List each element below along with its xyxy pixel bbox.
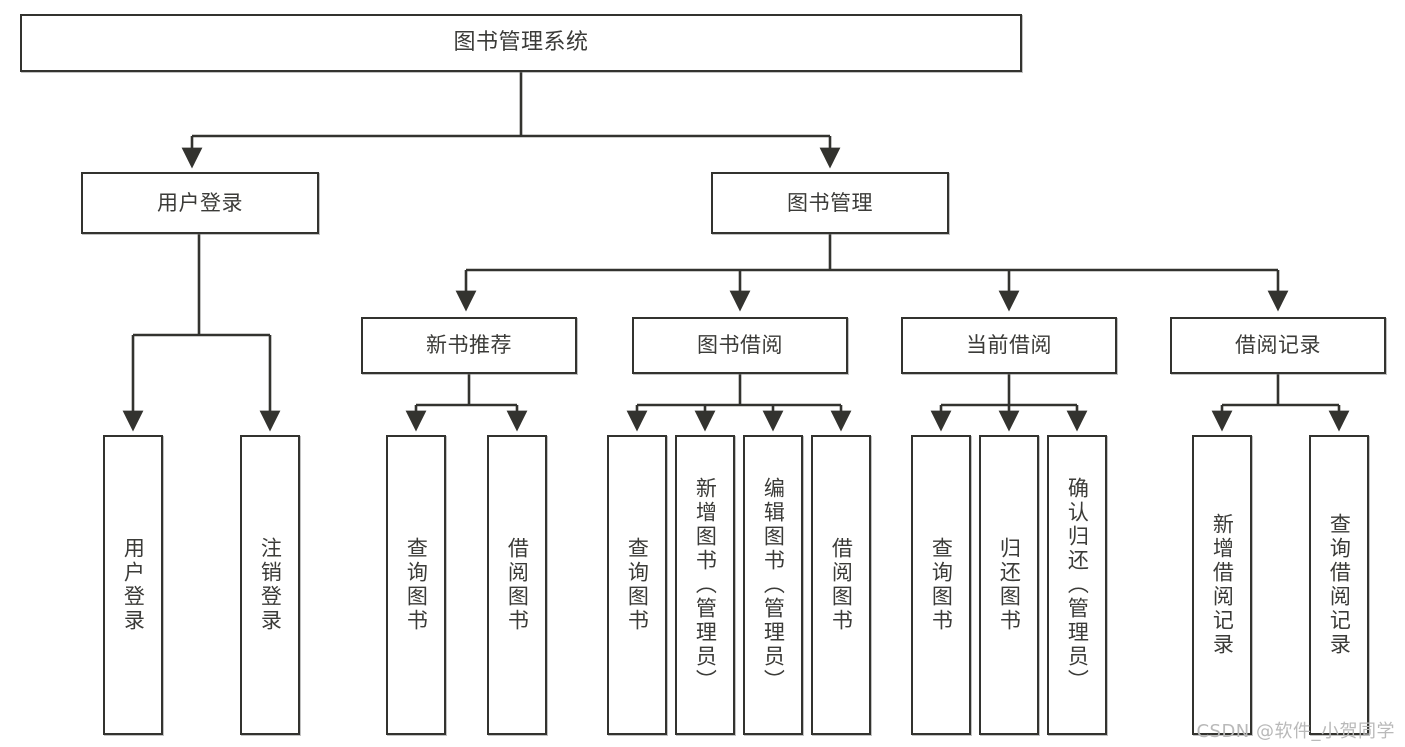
node-book-manage-label: 图书管理	[787, 190, 873, 215]
node-user-login[interactable]: 用户登录	[81, 172, 319, 234]
node-leaf-add-record[interactable]: 新增借阅记录	[1192, 435, 1252, 735]
node-leaf-confirm-return-label: 确认归还（管理员）	[1065, 477, 1090, 693]
node-leaf-add-record-label: 新增借阅记录	[1210, 513, 1235, 657]
watermark-text: CSDN @软件_小贺同学	[1196, 721, 1395, 742]
node-current-borrow-label: 当前借阅	[966, 333, 1052, 358]
node-leaf-query-record-label: 查询借阅记录	[1327, 513, 1352, 657]
node-leaf-borrow-book-2-label: 借阅图书	[829, 537, 854, 633]
node-root-label: 图书管理系统	[453, 30, 589, 56]
node-leaf-logout[interactable]: 注销登录	[240, 435, 300, 735]
node-user-login-label: 用户登录	[157, 190, 243, 215]
node-leaf-user-login[interactable]: 用户登录	[103, 435, 163, 735]
node-leaf-query-book-1-label: 查询图书	[404, 537, 429, 633]
node-book-borrow-label: 图书借阅	[697, 333, 783, 358]
node-leaf-return-book-label: 归还图书	[997, 537, 1022, 633]
node-borrow-record-label: 借阅记录	[1235, 333, 1321, 358]
node-leaf-confirm-return[interactable]: 确认归还（管理员）	[1047, 435, 1107, 735]
node-leaf-edit-book-label: 编辑图书（管理员）	[761, 477, 786, 693]
node-borrow-record[interactable]: 借阅记录	[1170, 317, 1386, 374]
node-book-manage[interactable]: 图书管理	[711, 172, 949, 234]
node-leaf-borrow-book-1-label: 借阅图书	[505, 537, 530, 633]
node-leaf-query-book-3-label: 查询图书	[929, 537, 954, 633]
node-root[interactable]: 图书管理系统	[20, 14, 1022, 72]
node-leaf-add-book[interactable]: 新增图书（管理员）	[675, 435, 735, 735]
node-leaf-query-book-2[interactable]: 查询图书	[607, 435, 667, 735]
node-leaf-edit-book[interactable]: 编辑图书（管理员）	[743, 435, 803, 735]
node-new-book-rec[interactable]: 新书推荐	[361, 317, 577, 374]
node-leaf-borrow-book-1[interactable]: 借阅图书	[487, 435, 547, 735]
node-book-borrow[interactable]: 图书借阅	[632, 317, 848, 374]
node-leaf-logout-label: 注销登录	[258, 537, 283, 633]
node-leaf-query-record[interactable]: 查询借阅记录	[1309, 435, 1369, 735]
node-current-borrow[interactable]: 当前借阅	[901, 317, 1117, 374]
node-leaf-borrow-book-2[interactable]: 借阅图书	[811, 435, 871, 735]
node-leaf-user-login-label: 用户登录	[121, 537, 146, 633]
node-leaf-add-book-label: 新增图书（管理员）	[693, 477, 718, 693]
node-leaf-query-book-1[interactable]: 查询图书	[386, 435, 446, 735]
node-leaf-return-book[interactable]: 归还图书	[979, 435, 1039, 735]
node-new-book-rec-label: 新书推荐	[426, 333, 512, 358]
node-leaf-query-book-2-label: 查询图书	[625, 537, 650, 633]
node-leaf-query-book-3[interactable]: 查询图书	[911, 435, 971, 735]
